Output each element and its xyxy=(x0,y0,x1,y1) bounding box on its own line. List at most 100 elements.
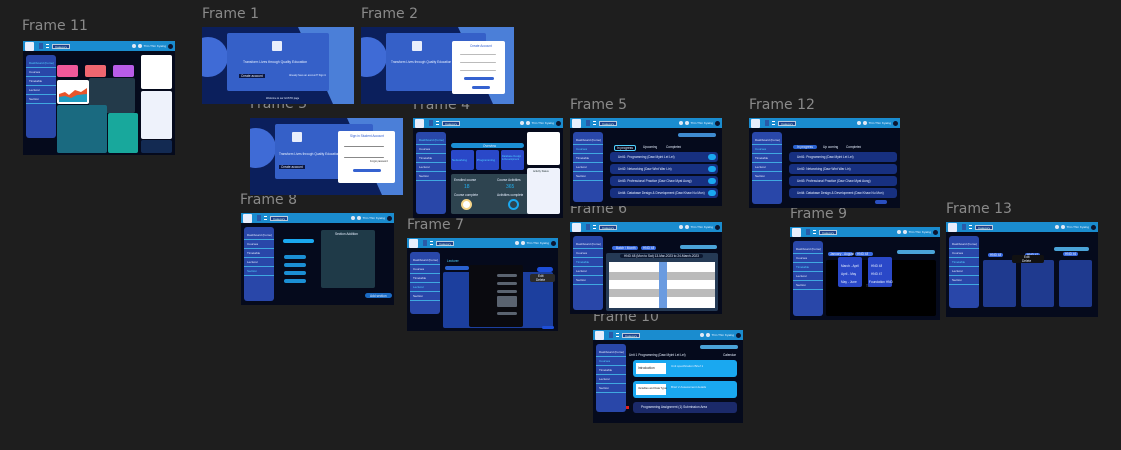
sidebar-item[interactable]: Courses xyxy=(244,240,274,249)
sidebar-item[interactable]: Timetable xyxy=(26,77,56,86)
add-button[interactable] xyxy=(542,326,554,329)
sidebar-item[interactable]: Section xyxy=(949,276,979,285)
dropdown-option[interactable]: Foundation HND xyxy=(869,280,893,284)
form-field[interactable] xyxy=(497,290,517,293)
avatar[interactable] xyxy=(715,120,720,126)
context-menu[interactable]: Edit Delete xyxy=(1012,255,1044,263)
chat-icon[interactable] xyxy=(519,121,524,125)
form-field[interactable] xyxy=(497,274,517,277)
chat-icon[interactable] xyxy=(514,241,519,245)
menu-icon[interactable] xyxy=(436,121,439,125)
email-field[interactable] xyxy=(344,146,384,147)
section-dialog[interactable]: Section Addition xyxy=(321,230,375,288)
calendar-widget[interactable] xyxy=(527,132,560,165)
course-row[interactable]: Unit3: Professional Practice (Daw Chaw M… xyxy=(789,176,897,186)
settings-icon[interactable] xyxy=(862,121,867,125)
category-select[interactable]: Category xyxy=(599,224,618,230)
avatar[interactable] xyxy=(387,215,392,221)
sidebar-item[interactable]: Dashboard (home) xyxy=(949,240,979,249)
section-links[interactable]: Brief 2 Assessment details xyxy=(671,385,707,389)
sidebar-item[interactable]: Lecturer xyxy=(596,375,626,384)
settings-icon[interactable] xyxy=(525,121,530,125)
dropdown-option[interactable]: March - April xyxy=(841,264,859,268)
exit-icon[interactable] xyxy=(257,215,261,221)
password-field[interactable] xyxy=(460,70,496,71)
avatar[interactable] xyxy=(736,332,741,338)
category-select[interactable]: Category xyxy=(599,120,618,126)
tab-in-progress[interactable]: In progress xyxy=(793,145,817,149)
sidebar-item[interactable]: Lecturer xyxy=(752,163,782,172)
avatar[interactable] xyxy=(551,240,556,246)
exit-icon[interactable] xyxy=(765,120,769,126)
section-chip[interactable] xyxy=(284,279,306,283)
hnd-filter[interactable]: HND 48 xyxy=(641,246,656,250)
menu-edit[interactable]: Edit xyxy=(1024,255,1030,259)
avatar[interactable] xyxy=(556,120,561,126)
menu-icon[interactable] xyxy=(969,225,972,229)
menu-icon[interactable] xyxy=(430,241,433,245)
stat-card-purple[interactable] xyxy=(113,65,134,77)
exit-icon[interactable] xyxy=(423,240,427,246)
sidebar-item[interactable]: Courses xyxy=(410,265,440,274)
avatar[interactable] xyxy=(715,224,720,230)
chat-icon[interactable] xyxy=(699,333,704,337)
sidebar-item[interactable]: Lecturer xyxy=(949,267,979,276)
settings-icon[interactable] xyxy=(1060,225,1065,229)
forgot-link[interactable]: Forgot password xyxy=(370,160,388,163)
stat-card-pink[interactable] xyxy=(57,65,78,77)
sidebar-item[interactable]: Courses xyxy=(949,249,979,258)
search-input[interactable] xyxy=(897,250,935,254)
sidebar-item[interactable]: Timetable xyxy=(949,258,979,267)
menu-icon[interactable] xyxy=(813,230,816,234)
course-card[interactable]: Networking xyxy=(451,150,474,170)
avatar[interactable] xyxy=(168,43,173,49)
signin-modal[interactable]: Sign in Student Account Forgot password xyxy=(338,131,395,183)
username-field[interactable] xyxy=(460,54,496,55)
sidebar-item[interactable]: Dashboard (home) xyxy=(244,231,274,240)
form-textarea[interactable] xyxy=(497,296,517,307)
calendar-widget[interactable] xyxy=(141,55,172,89)
tab-upcoming[interactable]: Upcoming xyxy=(643,145,658,149)
register-button[interactable] xyxy=(464,77,494,80)
batch-select[interactable]: HND 48 xyxy=(855,252,873,256)
sidebar-item[interactable]: Courses xyxy=(26,68,56,77)
course-row[interactable]: Unit1: Programming (Daw Myint Lei Lei) xyxy=(789,152,897,162)
dropdown-option[interactable]: May - June xyxy=(841,280,857,284)
sidebar-item[interactable]: Dashboard (home) xyxy=(26,59,56,68)
exit-icon[interactable] xyxy=(962,224,966,230)
avatar[interactable] xyxy=(1091,224,1096,230)
sidebar-item[interactable]: Timetable xyxy=(410,274,440,283)
settings-icon[interactable] xyxy=(684,225,689,229)
sidebar-item[interactable]: Timetable xyxy=(573,258,603,267)
add-section-button[interactable]: Add section xyxy=(365,293,392,298)
create-account-button[interactable]: Create account xyxy=(239,74,265,78)
dropdown-option[interactable]: April - May xyxy=(841,272,857,276)
toggle[interactable] xyxy=(537,267,553,272)
frame-label-5[interactable]: Frame 5 xyxy=(570,97,627,113)
batch-head[interactable]: HND 48 xyxy=(988,253,1003,257)
sidebar-item[interactable]: Courses xyxy=(573,249,603,258)
stat-card-coral[interactable] xyxy=(85,65,106,77)
sidebar-item[interactable]: Dashboard (home) xyxy=(752,136,782,145)
sidebar-item[interactable]: Timetable xyxy=(244,249,274,258)
menu-icon[interactable] xyxy=(616,333,619,337)
exit-icon[interactable] xyxy=(586,224,590,230)
section-chip[interactable] xyxy=(284,255,306,259)
form-field[interactable] xyxy=(497,282,517,285)
batch-head[interactable]: HND 46 xyxy=(1063,252,1078,256)
category-select[interactable]: Category xyxy=(778,120,797,126)
category-select[interactable]: Category xyxy=(442,120,461,126)
course-row[interactable]: Unit2: Networking (Daw Wint War Lin) xyxy=(610,164,718,174)
exit-icon[interactable] xyxy=(806,229,810,235)
add-button[interactable] xyxy=(875,200,887,204)
chat-icon[interactable] xyxy=(350,216,355,220)
go-button[interactable] xyxy=(708,178,716,184)
overview-tab[interactable]: Overview xyxy=(451,143,524,148)
sidebar-item[interactable]: Lecturer xyxy=(244,258,274,267)
course-card[interactable]: Programming xyxy=(476,150,499,170)
